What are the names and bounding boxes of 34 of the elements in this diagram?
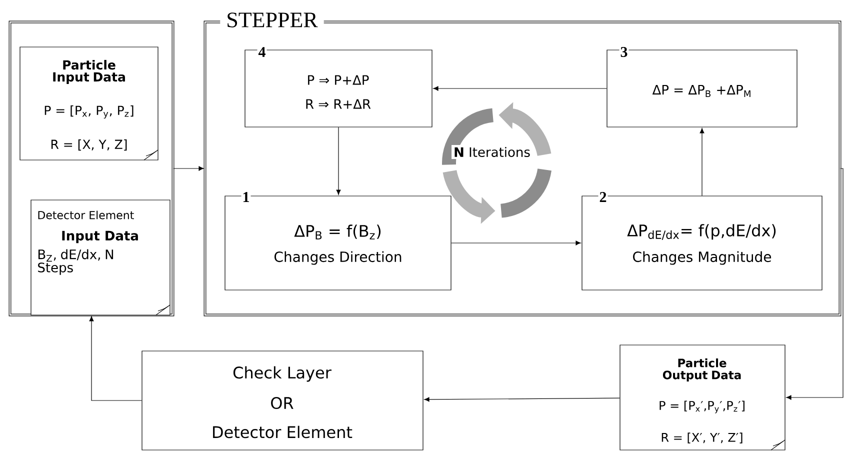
node-text: P = [P$_{x}$, P$_{y}$, P$_{z}$]	[44, 105, 134, 119]
node-text: Check Layer	[233, 366, 332, 382]
node-heading: Particle Output Data	[662, 358, 741, 382]
frame-title: STEPPER	[220, 12, 324, 28]
arrow	[700, 128, 704, 196]
node-text: R ⇒ R+ΔR	[306, 99, 371, 109]
node-text: Input Data	[62, 230, 138, 244]
step-number: 2	[598, 191, 608, 203]
node-text: R = [X′, Y′, Z′]	[662, 432, 742, 444]
step-number: 4	[257, 46, 267, 58]
panel-box	[8, 20, 174, 316]
arrow	[451, 240, 581, 246]
node-text: ΔP$_{B}$ = f(B$_{z}$)	[294, 224, 381, 240]
node-text: Detector Element	[213, 426, 352, 438]
node-text: ΔP = ΔP$_{B}$ +ΔP$_{M}$	[652, 85, 750, 97]
cycle-label: N Iterations	[452, 144, 532, 160]
arrow	[173, 166, 204, 171]
arrow	[433, 86, 607, 91]
node-text: OR	[271, 396, 294, 410]
arrow	[336, 127, 341, 195]
node-text: Changes Direction	[274, 251, 402, 265]
node-text: B$_{Z}$, dE/dx, N Steps	[38, 249, 114, 275]
node-text: P ⇒ P+ΔP	[308, 75, 369, 85]
node-heading: Detector Element	[38, 210, 134, 220]
step-number: 3	[619, 46, 629, 58]
node-text: P = [P$_{x}$′,P$_{y}$′,P$_{z}$′]	[660, 400, 744, 414]
arrow	[89, 316, 142, 401]
node-heading: Particle Input Data	[53, 60, 125, 84]
arrow	[424, 397, 620, 402]
node-text: R = [X, Y, Z]	[51, 139, 127, 151]
step-number: 1	[241, 191, 251, 203]
node-text: ΔP$_{dE/dx}$= f(p,dE/dx)	[627, 224, 776, 240]
node-text: Changes Magnitude	[633, 251, 772, 265]
arrow	[786, 168, 844, 400]
